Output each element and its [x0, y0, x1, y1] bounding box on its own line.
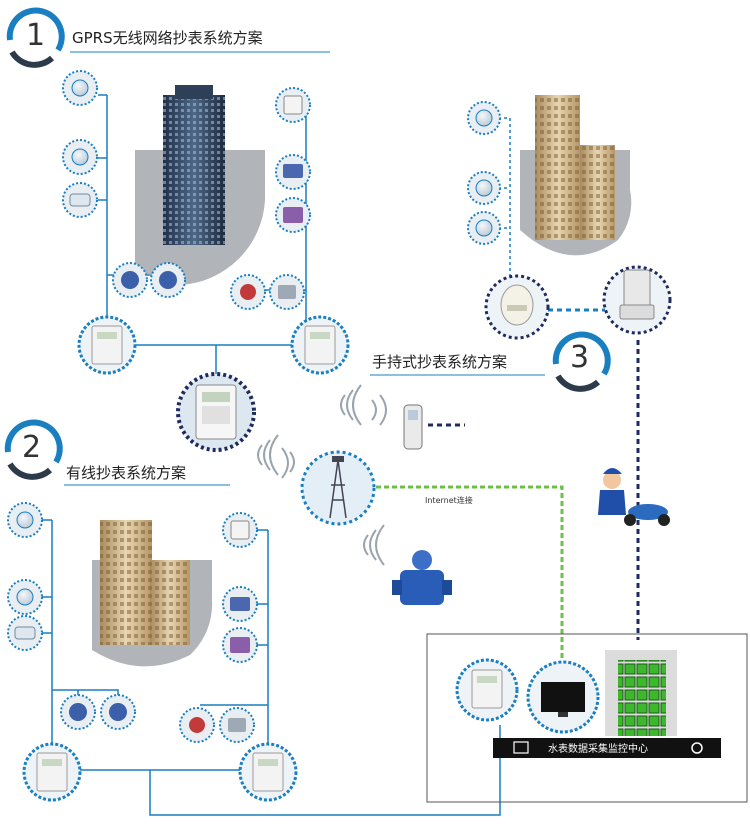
s2-meter-10 [219, 707, 255, 743]
card-reader-base [602, 265, 672, 335]
wireless-waves [257, 384, 387, 566]
building-2 [92, 520, 213, 667]
central-gprs-concentrator [176, 372, 256, 452]
s1-meter-2 [62, 139, 98, 175]
radio-tower [300, 450, 376, 526]
s3-meter-1 [467, 101, 501, 135]
section-1-header: 1 GPRS无线网络抄表系统方案 [6, 7, 330, 68]
s1-meter-6 [275, 87, 311, 123]
center-label: 水表数据采集监控中心 [548, 742, 648, 755]
handheld-reader [403, 404, 423, 450]
s1-meter-1 [62, 70, 98, 106]
s2-meter-9 [179, 707, 215, 743]
section-1-title: GPRS无线网络抄表系统方案 [72, 29, 263, 47]
s1-meter-5 [150, 262, 186, 298]
s2-meter-1 [7, 502, 43, 538]
center-label-bar: 水表数据采集监控中心 [493, 738, 721, 758]
s2-meter-4 [60, 694, 96, 730]
s2-meter-5 [100, 694, 136, 730]
monitor-computer [526, 660, 600, 734]
control-center-box: 水表数据采集监控中心 [426, 633, 748, 803]
s2-meter-3 [7, 615, 43, 651]
section-3-number: 3 [570, 340, 589, 375]
s3-meter-3 [467, 211, 501, 245]
s2-concentrator-right [238, 742, 298, 802]
s2-meter-6 [222, 512, 258, 548]
section-1-badge-arc [6, 7, 65, 52]
s2-meter-2 [7, 579, 43, 615]
s3-meter-2 [467, 171, 501, 205]
building-3 [520, 95, 632, 256]
s1-meter-3 [62, 182, 98, 218]
s1-meter-7 [275, 154, 311, 190]
s2-meter-8 [222, 627, 258, 663]
meter-reader-person [598, 468, 670, 526]
s1-meter-10 [269, 274, 305, 310]
section-2-header: 2 有线抄表系统方案 [4, 419, 230, 486]
s2-meter-7 [222, 586, 258, 622]
s1-concentrator-left [77, 315, 137, 375]
s1-meter-4 [112, 262, 148, 298]
s4-concentrator [455, 658, 519, 722]
s1-meter-8 [275, 197, 311, 233]
building-1 [135, 85, 265, 285]
section-2-title: 有线抄表系统方案 [66, 464, 186, 482]
s1-meter-9 [230, 274, 266, 310]
ic-card-meter [484, 274, 550, 340]
section-3-title: 手持式抄表系统方案 [372, 353, 507, 371]
section-3-header: 手持式抄表系统方案 3 [370, 331, 611, 392]
s2-concentrator-left [22, 742, 82, 802]
large-water-meter [392, 550, 452, 605]
monitor-icon [513, 741, 529, 754]
section-2-number: 2 [22, 430, 41, 465]
section-1-number: 1 [26, 18, 45, 53]
s1-concentrator-right [290, 315, 350, 375]
internet-label: Internet连接 [425, 495, 473, 505]
gear-icon [691, 742, 703, 754]
